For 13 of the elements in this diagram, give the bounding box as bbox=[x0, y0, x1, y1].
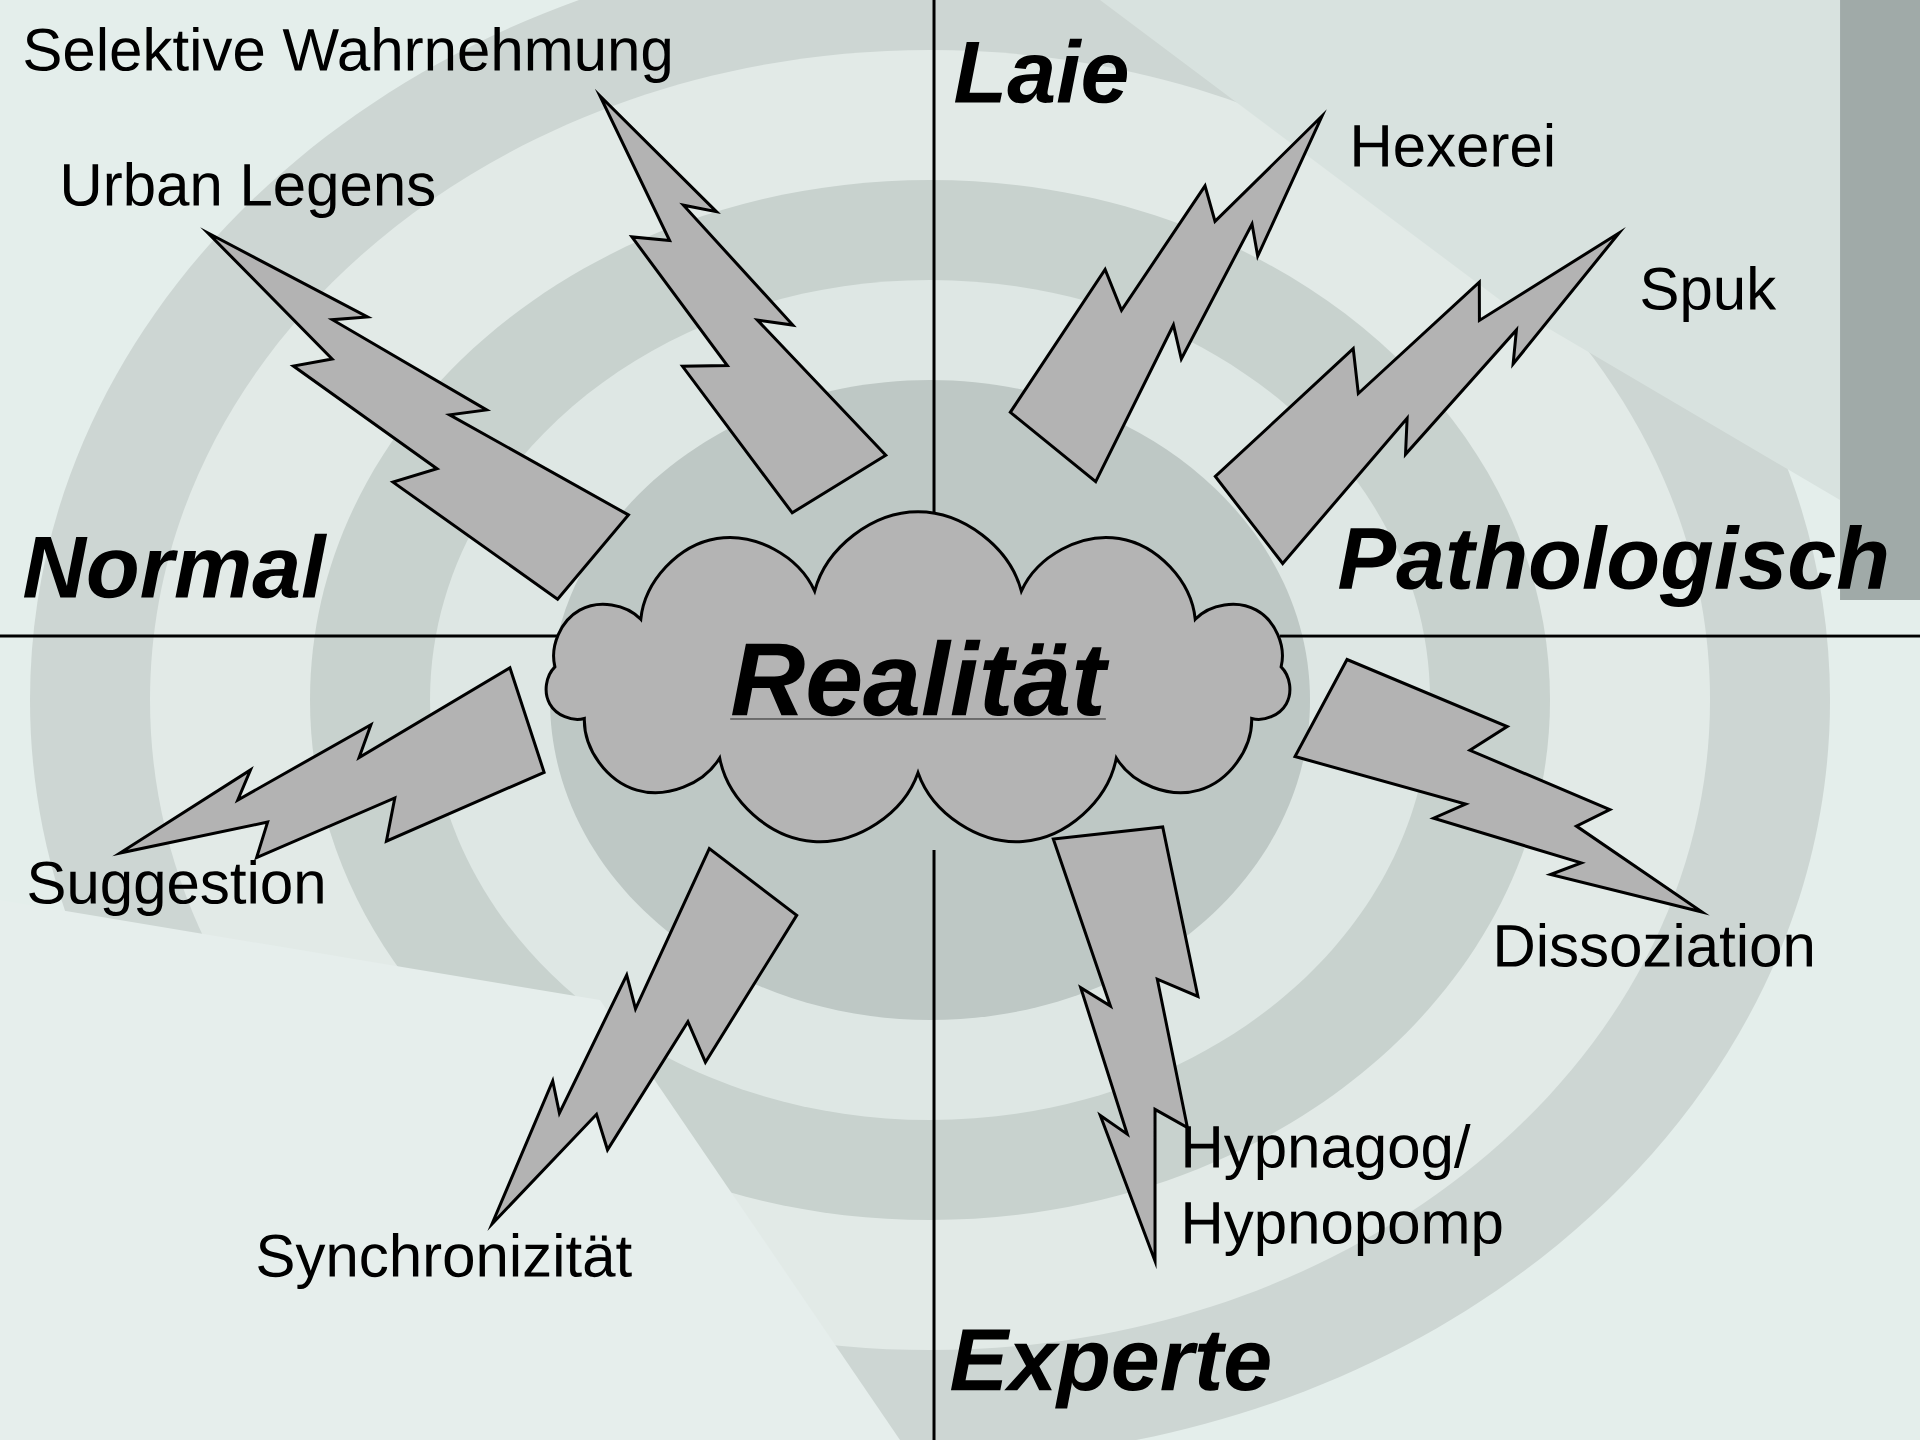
term-label: Urban Legens bbox=[64, 162, 435, 218]
lightning-bolt bbox=[1051, 825, 1200, 1270]
quadrant-label: Normal bbox=[23, 533, 328, 599]
quadrant-label: Experte bbox=[950, 1329, 1270, 1409]
term-label: Spuk bbox=[1642, 266, 1777, 322]
term-label: Hypnagog/ Hypnopomp bbox=[1185, 1124, 1502, 1256]
term-label: Suggestion bbox=[29, 860, 323, 916]
cloud: Realität bbox=[544, 510, 1292, 844]
quadrant-label: Laie bbox=[954, 38, 1128, 104]
term-label: Dissoziation bbox=[1497, 923, 1812, 968]
term-label: Hexerei bbox=[1354, 122, 1553, 168]
term-label: Synchronizität bbox=[258, 1233, 632, 1289]
term-label: Selektive Wahrnehmung bbox=[25, 27, 670, 83]
